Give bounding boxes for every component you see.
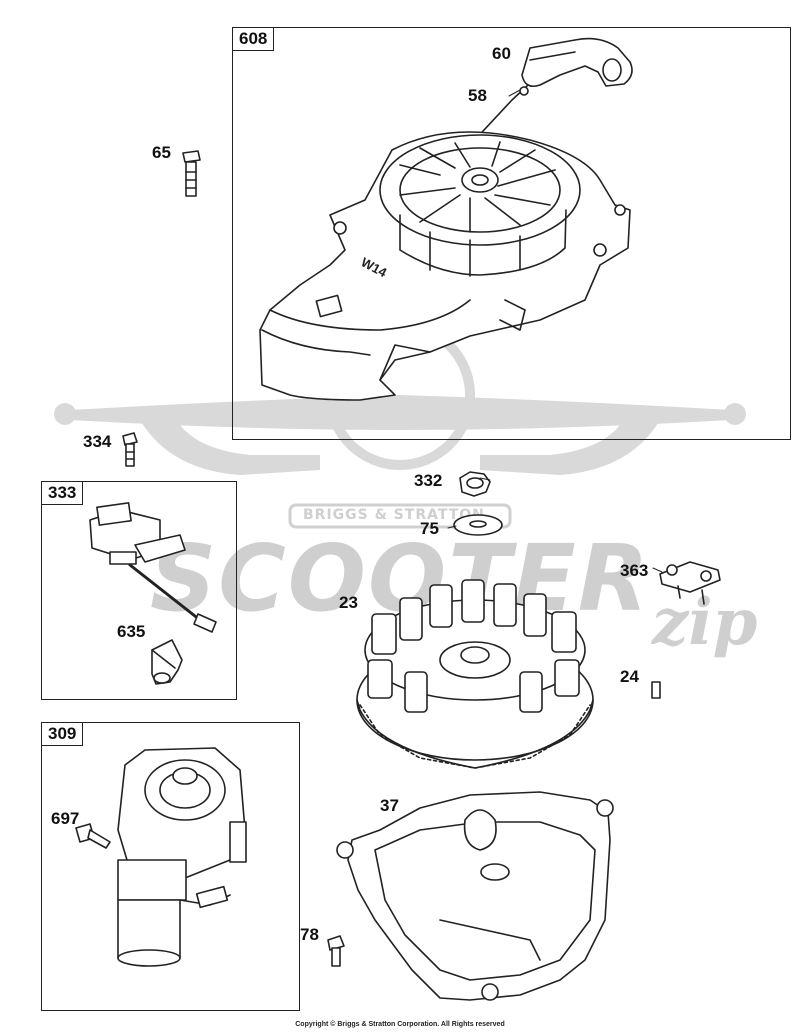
frame-608: 608 xyxy=(232,27,791,440)
flywheel-icon xyxy=(356,579,594,769)
spark-plug-boot-icon xyxy=(151,639,183,685)
frame-333: 333 xyxy=(41,481,237,700)
part-number-363: 363 xyxy=(620,561,649,580)
frame-309: 309 xyxy=(41,722,300,1011)
bolt-65-icon xyxy=(182,150,201,197)
frame-608-label: 608 xyxy=(232,27,275,51)
part-number-635: 635 xyxy=(117,622,146,641)
part-number-37: 37 xyxy=(380,796,399,815)
copyright-notice: Copyright © Briggs & Stratton Corporatio… xyxy=(295,1021,505,1028)
starter-motor-icon xyxy=(117,747,247,967)
part-number-58: 58 xyxy=(468,86,487,105)
key-24-icon xyxy=(651,681,661,699)
part-number-332: 332 xyxy=(414,471,443,490)
bracket-363-icon xyxy=(659,561,721,605)
part-number-697: 697 xyxy=(51,809,80,828)
bolt-334-icon xyxy=(122,432,138,467)
part-number-75: 75 xyxy=(420,519,439,538)
bolt-78-icon xyxy=(327,935,345,967)
washer-75-icon xyxy=(453,514,503,536)
frame-333-label: 333 xyxy=(41,481,84,505)
part-number-334: 334 xyxy=(83,432,112,451)
bolt-697-icon xyxy=(75,823,111,849)
part-number-60: 60 xyxy=(492,44,511,63)
backplate-icon xyxy=(336,791,614,1001)
nut-332-icon xyxy=(459,471,491,497)
part-number-24: 24 xyxy=(620,667,639,686)
frame-309-label: 309 xyxy=(41,722,84,746)
watermark-script: zip xyxy=(652,585,758,660)
part-number-78: 78 xyxy=(300,925,319,944)
starter-handle-icon xyxy=(521,37,633,88)
blower-housing-icon xyxy=(259,131,631,401)
watermark-stamp: BRIGGS & STRATTON xyxy=(303,507,485,523)
ignition-module-icon xyxy=(89,502,217,633)
part-number-23: 23 xyxy=(339,593,358,612)
part-number-65: 65 xyxy=(152,143,171,162)
